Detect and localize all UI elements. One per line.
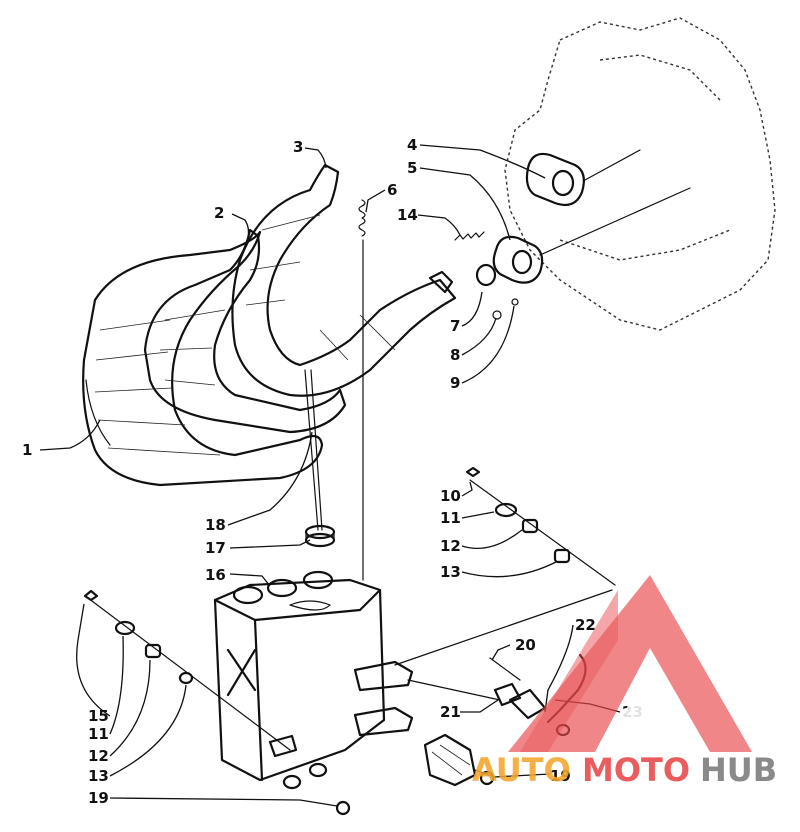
part-label-15: 15 <box>88 707 109 725</box>
part-label-2: 2 <box>214 204 224 222</box>
nut-19-right <box>479 770 495 786</box>
part-label-19b: 19 <box>550 767 571 785</box>
part-label-18: 18 <box>205 516 226 534</box>
watermark-moto: MOTO <box>582 751 690 789</box>
part-label-8: 8 <box>450 346 460 364</box>
watermark-triangle-inner <box>520 590 618 752</box>
part-label-12b: 12 <box>88 747 109 765</box>
part-label-3: 3 <box>293 138 303 156</box>
heat-shield <box>423 733 495 787</box>
muffler-bracket-lower <box>353 706 414 737</box>
part-label-14: 14 <box>397 206 418 224</box>
part-label-21: 21 <box>440 703 461 721</box>
manifold-socket-5 <box>475 187 691 320</box>
part-label-20: 20 <box>515 636 536 654</box>
watermark-triangle-outer <box>508 575 752 752</box>
part-label-13a: 13 <box>440 563 461 581</box>
part-label-5: 5 <box>407 159 417 177</box>
part-label-12a: 12 <box>440 537 461 555</box>
spring-6 <box>358 199 366 581</box>
gasket-7 <box>475 263 497 287</box>
expansion-pipe-2 <box>143 228 347 434</box>
part-label-6: 6 <box>387 181 397 199</box>
part-label-1: 1 <box>22 441 32 459</box>
expansion-chamber-1 <box>82 230 324 487</box>
part-label-11b: 11 <box>88 725 109 743</box>
muffler-bracket-upper <box>353 660 414 692</box>
leader-lines <box>39 144 621 807</box>
automotohub-watermark: AUTO MOTO HUB <box>472 575 777 789</box>
manifold-socket-4 <box>525 149 641 207</box>
washer-8 <box>492 310 502 320</box>
watermark-auto: AUTO <box>472 751 571 789</box>
muffler-box-16 <box>213 570 414 790</box>
part-label-22: 22 <box>575 616 596 634</box>
spring-14 <box>454 231 485 241</box>
part-label-19a: 19 <box>88 789 109 807</box>
hardware-stack-left <box>83 589 351 816</box>
part-label-13b: 13 <box>88 767 109 785</box>
part-label-17: 17 <box>205 539 226 557</box>
support-rod-18 <box>304 369 323 531</box>
nut-9 <box>511 298 519 306</box>
hardware-stack-right <box>394 466 616 666</box>
part-label-9: 9 <box>450 374 460 392</box>
engine-outline <box>504 17 776 331</box>
expansion-pipe-3 <box>231 163 457 397</box>
watermark-hub: HUB <box>700 751 777 789</box>
part-label-11a: 11 <box>440 509 461 527</box>
part-label-4: 4 <box>407 136 417 154</box>
part-label-16: 16 <box>205 566 226 584</box>
grommet-17 <box>304 524 336 548</box>
part-labels: 1 2 3 4 5 6 14 7 8 9 18 17 16 10 11 12 1… <box>22 136 643 807</box>
watermark-triangle-hole <box>612 665 690 735</box>
part-label-10: 10 <box>440 487 461 505</box>
nut-19-left <box>335 800 351 816</box>
part-label-7: 7 <box>450 317 460 335</box>
